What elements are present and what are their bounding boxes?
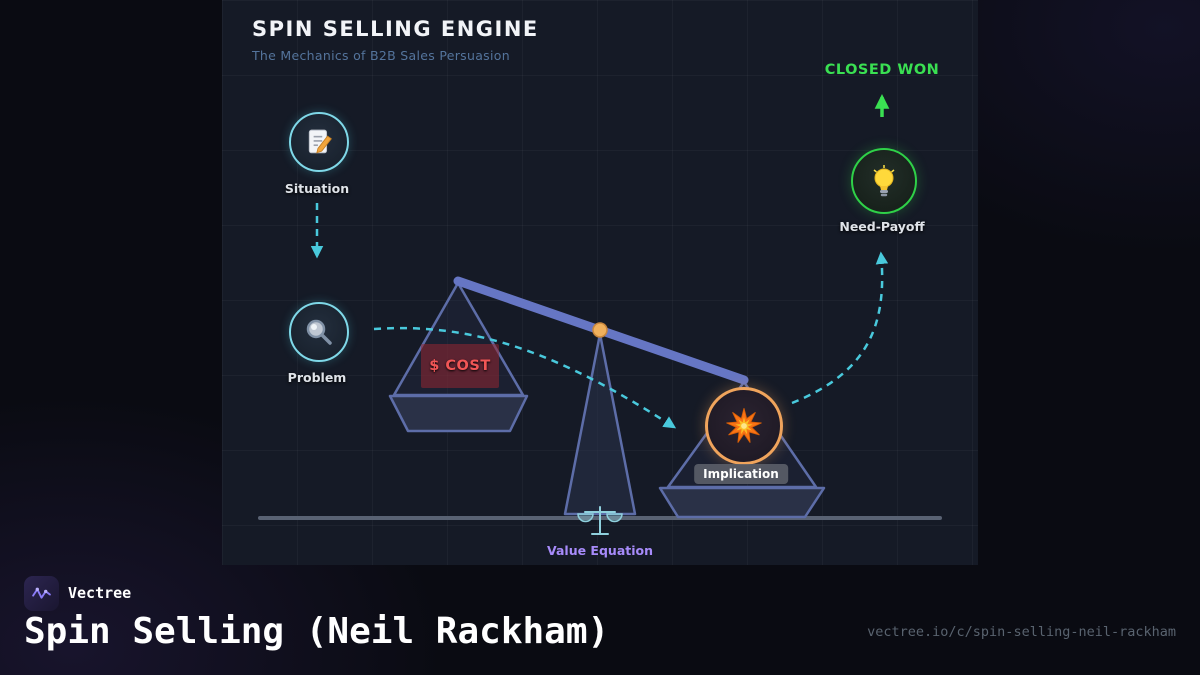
- diagram-vectors: [258, 94, 942, 535]
- scales-icon: [577, 506, 623, 535]
- fulcrum-triangle: [563, 332, 637, 516]
- value-equation-label: Value Equation: [546, 543, 654, 558]
- need-payoff-node: [851, 148, 917, 214]
- left-pan: [388, 394, 529, 433]
- explosion-icon: [726, 408, 762, 443]
- page-url: vectree.io/c/spin-selling-neil-rackham: [867, 624, 1176, 640]
- brand-name: Vectree: [68, 584, 132, 602]
- closed-won-label: CLOSED WON: [824, 62, 940, 78]
- implication-to-needpayoff-arrow: [791, 251, 889, 405]
- implication-node: [705, 387, 783, 465]
- cost-box: $ COST: [421, 344, 499, 388]
- situation-node: [289, 112, 349, 172]
- memo-icon: [308, 129, 332, 154]
- cost-label: $ COST: [429, 358, 491, 374]
- engine-title: SPIN SELLING ENGINE: [252, 17, 539, 41]
- pulse-icon: [32, 587, 51, 599]
- diagram-panel: SPIN SELLING ENGINE The Mechanics of B2B…: [222, 0, 978, 565]
- situation-label: Situation: [284, 181, 350, 196]
- engine-subtitle: The Mechanics of B2B Sales Persuasion: [252, 48, 510, 63]
- panel-header: SPIN SELLING ENGINE The Mechanics of B2B…: [252, 17, 539, 63]
- lightbulb-icon: [873, 165, 895, 197]
- vectree-logo: [24, 576, 59, 611]
- implication-label: Implication: [694, 464, 788, 484]
- pivot-dot: [592, 322, 608, 338]
- problem-label: Problem: [287, 370, 347, 385]
- right-pan: [658, 486, 826, 519]
- magnifier-icon: [306, 319, 332, 345]
- problem-node: [289, 302, 349, 362]
- problem-to-implication-arrow: [373, 326, 677, 429]
- need-payoff-label: Need-Payoff: [839, 219, 925, 234]
- page-title: Spin Selling (Neil Rackham): [24, 611, 610, 652]
